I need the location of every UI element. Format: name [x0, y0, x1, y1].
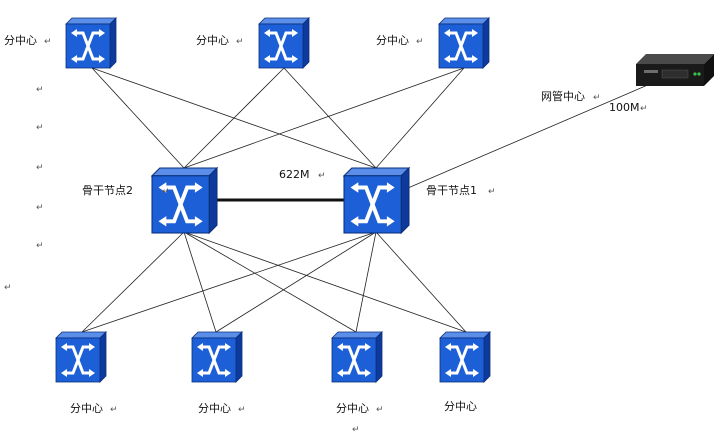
return-mark: ↵ — [44, 37, 52, 47]
return-mark: ↵ — [352, 425, 360, 435]
link-top1-bb2 — [91, 67, 185, 169]
link-bb1-bot3 — [355, 231, 377, 333]
return-mark: ↵ — [236, 37, 244, 47]
branch-label-top-3: 分中心 — [376, 34, 409, 47]
return-marks: ↵ ↵ ↵ ↵ ↵ ↵ ↵ ↵ ↵ ↵ ↵ ↵ ↵ ↵ ↵ ↵ ↵ ↵ — [4, 37, 648, 435]
switch-icon — [330, 330, 384, 384]
branch-label-bottom-2: 分中心 — [198, 402, 231, 415]
return-mark: ↵ — [488, 187, 496, 197]
return-mark: ↵ — [36, 203, 44, 213]
link-bb2-bot4 — [183, 231, 467, 333]
return-mark: ↵ — [162, 187, 170, 197]
link-622m-label: 622M — [279, 168, 310, 181]
link-bb2-bot1 — [81, 231, 185, 333]
backbone-node-1-label: 骨干节点1 — [426, 184, 477, 197]
return-mark: ↵ — [110, 405, 118, 415]
switch-icon — [150, 166, 219, 235]
link-bb1-bot2 — [215, 231, 377, 333]
return-mark: ↵ — [238, 405, 246, 415]
switch-icon — [437, 16, 491, 70]
nmc-label: 网管中心 — [541, 89, 585, 103]
link-nmc-100m — [407, 83, 651, 189]
links-top — [91, 67, 465, 169]
links-bottom — [81, 231, 467, 333]
switch-icon — [64, 16, 118, 70]
return-mark: ↵ — [376, 405, 384, 415]
return-mark: ↵ — [640, 104, 648, 114]
return-mark: ↵ — [36, 123, 44, 133]
return-mark: ↵ — [593, 93, 601, 103]
backbone-node-2 — [150, 166, 219, 235]
switch-icon — [438, 330, 492, 384]
link-top2-bb1 — [283, 67, 377, 169]
branch-label-bottom-4: 分中心 — [444, 400, 477, 413]
return-mark: ↵ — [318, 171, 326, 181]
return-mark: ↵ — [4, 283, 12, 293]
backbone-node-2-label: 骨干节点2 — [82, 184, 133, 197]
backbone-node-1 — [342, 166, 411, 235]
link-100m-label: 100M — [609, 101, 640, 114]
branch-label-top-1: 分中心 — [4, 34, 37, 47]
link-bb1-bot4 — [375, 231, 467, 333]
link-top3-bb2 — [183, 67, 465, 169]
link-top3-bb1 — [375, 67, 465, 169]
branch-label-top-2: 分中心 — [196, 34, 229, 47]
return-mark: ↵ — [36, 241, 44, 251]
return-mark: ↵ — [416, 37, 424, 47]
switch-icon — [190, 330, 244, 384]
branch-label-bottom-3: 分中心 — [336, 402, 369, 415]
switch-icon — [257, 16, 311, 70]
link-bb2-bot3 — [183, 231, 357, 333]
router-icon — [636, 54, 714, 86]
link-bb2-bot2 — [183, 231, 217, 333]
switch-icon — [342, 166, 411, 235]
return-mark: ↵ — [36, 163, 44, 173]
link-bb1-bot1 — [81, 231, 377, 333]
return-mark: ↵ — [36, 85, 44, 95]
switch-icon — [54, 330, 108, 384]
link-top2-bb2 — [183, 67, 285, 169]
branch-label-bottom-1: 分中心 — [70, 402, 103, 415]
